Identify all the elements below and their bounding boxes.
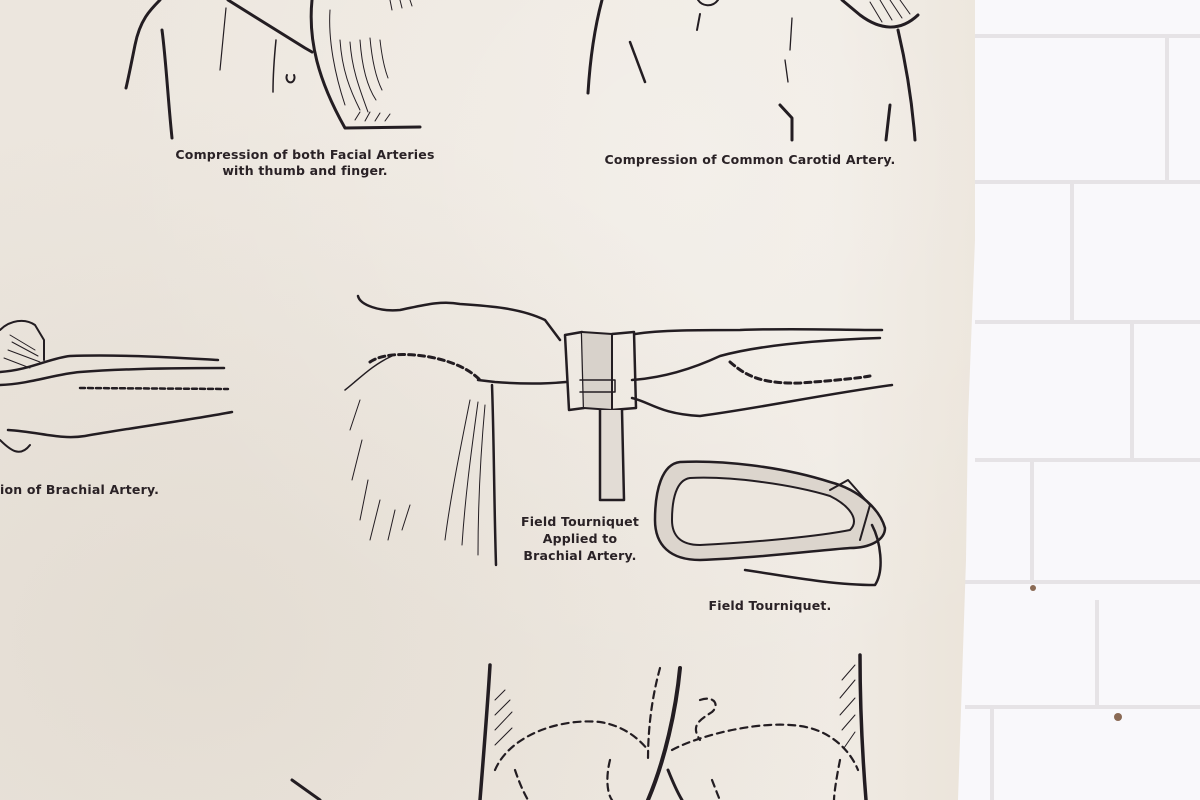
- carotid-artery-illustration: [586, 0, 920, 142]
- caption-carotid-text: Compression of Common Carotid Artery.: [604, 152, 896, 167]
- mortar-line: [975, 458, 1200, 462]
- mortar-line: [1165, 38, 1169, 180]
- mortar-line: [1130, 324, 1134, 458]
- mortar-line: [990, 709, 994, 800]
- caption-tourniquet-applied: Field Tourniquet Applied to Brachial Art…: [500, 513, 660, 564]
- caption-facial-line1: Compression of both Facial Arteries: [175, 147, 435, 162]
- tourniquet-applied-illustration: [344, 294, 894, 567]
- caption-tourniquet-applied-line2: Applied to: [542, 531, 618, 546]
- facial-arteries-illustration: [124, 0, 422, 140]
- field-tourniquet-illustration: [653, 460, 887, 587]
- caption-facial-line2: with thumb and finger.: [222, 163, 388, 178]
- caption-carotid-artery: Compression of Common Carotid Artery.: [585, 152, 915, 168]
- mortar-line: [965, 705, 1200, 709]
- mortar-line: [975, 320, 1200, 324]
- first-aid-poster: [0, 0, 975, 800]
- caption-brachial-artery: ion of Brachial Artery.: [0, 482, 175, 498]
- caption-tourniquet-applied-line1: Field Tourniquet: [520, 514, 640, 529]
- mortar-line: [965, 580, 1200, 584]
- caption-brachial-text: ion of Brachial Artery.: [0, 482, 160, 497]
- caption-field-tourniquet: Field Tourniquet.: [690, 598, 850, 614]
- mortar-line: [1030, 462, 1034, 580]
- pelvis-arteries-illustration: [290, 653, 868, 800]
- caption-field-tourniquet-text: Field Tourniquet.: [708, 598, 832, 613]
- mortar-line: [975, 34, 1200, 38]
- mortar-line: [1070, 184, 1074, 320]
- mortar-line: [975, 180, 1200, 184]
- brachial-artery-illustration: [0, 319, 234, 453]
- mortar-line: [1095, 600, 1099, 705]
- caption-facial-arteries: Compression of both Facial Arteries with…: [150, 147, 460, 179]
- wall-nail-hole: [1114, 713, 1122, 721]
- wall-nail-hole: [1030, 585, 1036, 591]
- caption-tourniquet-applied-line3: Brachial Artery.: [523, 548, 637, 563]
